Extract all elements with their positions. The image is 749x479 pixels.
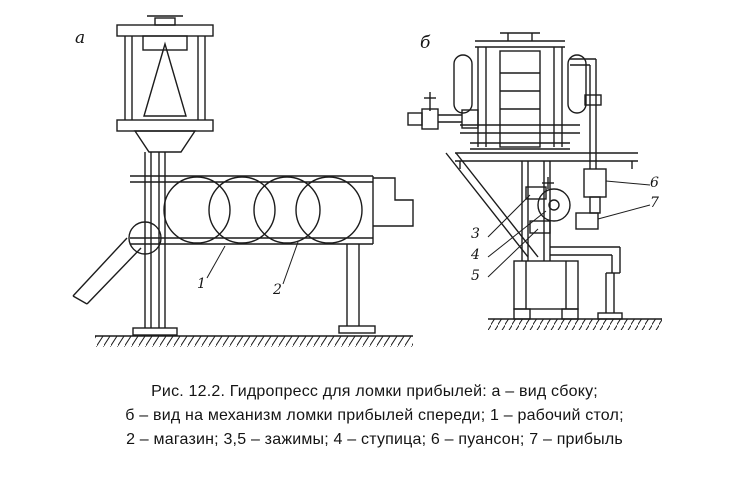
table	[455, 152, 638, 169]
callout-7: 7	[650, 195, 659, 211]
diagonal-brace	[445, 152, 539, 258]
view-b-label: б	[420, 33, 431, 53]
hydraulic-piping	[570, 58, 602, 169]
clamps	[525, 186, 551, 234]
ground-hatching	[95, 335, 413, 347]
work-table	[130, 175, 414, 245]
side-view-drawing	[72, 15, 414, 347]
leader-lines-front-view	[487, 180, 651, 278]
caption-line-1: Рис. 12.2. Гидропресс для ломки прибылей…	[151, 383, 598, 400]
callout-1: 1	[197, 276, 206, 292]
callout-6: 6	[650, 175, 659, 191]
figure-caption: Рис. 12.2. Гидропресс для ломки прибылей…	[0, 380, 749, 452]
punch	[583, 168, 607, 214]
callout-3: 3	[471, 226, 480, 242]
ground-hatching	[488, 318, 662, 330]
view-a-label: а	[75, 28, 86, 48]
riser-piece	[575, 212, 599, 230]
callout-2: 2	[273, 282, 282, 298]
side-bracket	[550, 246, 623, 320]
caption-line-2: б – вид на механизм ломки прибылей спере…	[125, 407, 624, 424]
leader-lines-side-view	[206, 241, 299, 285]
callout-4: 4	[471, 247, 480, 263]
hub	[537, 177, 571, 222]
caption-line-3: 2 – магазин; 3,5 – зажимы; 4 – ступица; …	[126, 431, 623, 448]
magazine-risers	[128, 176, 363, 255]
discharge-chute	[72, 237, 142, 305]
table-leg	[338, 244, 376, 334]
front-view-drawing	[407, 32, 662, 330]
press-head	[116, 15, 214, 153]
handwheel-shaft	[407, 92, 479, 130]
press-frame	[453, 32, 587, 150]
callout-5: 5	[471, 268, 480, 284]
pedestal	[513, 260, 579, 320]
